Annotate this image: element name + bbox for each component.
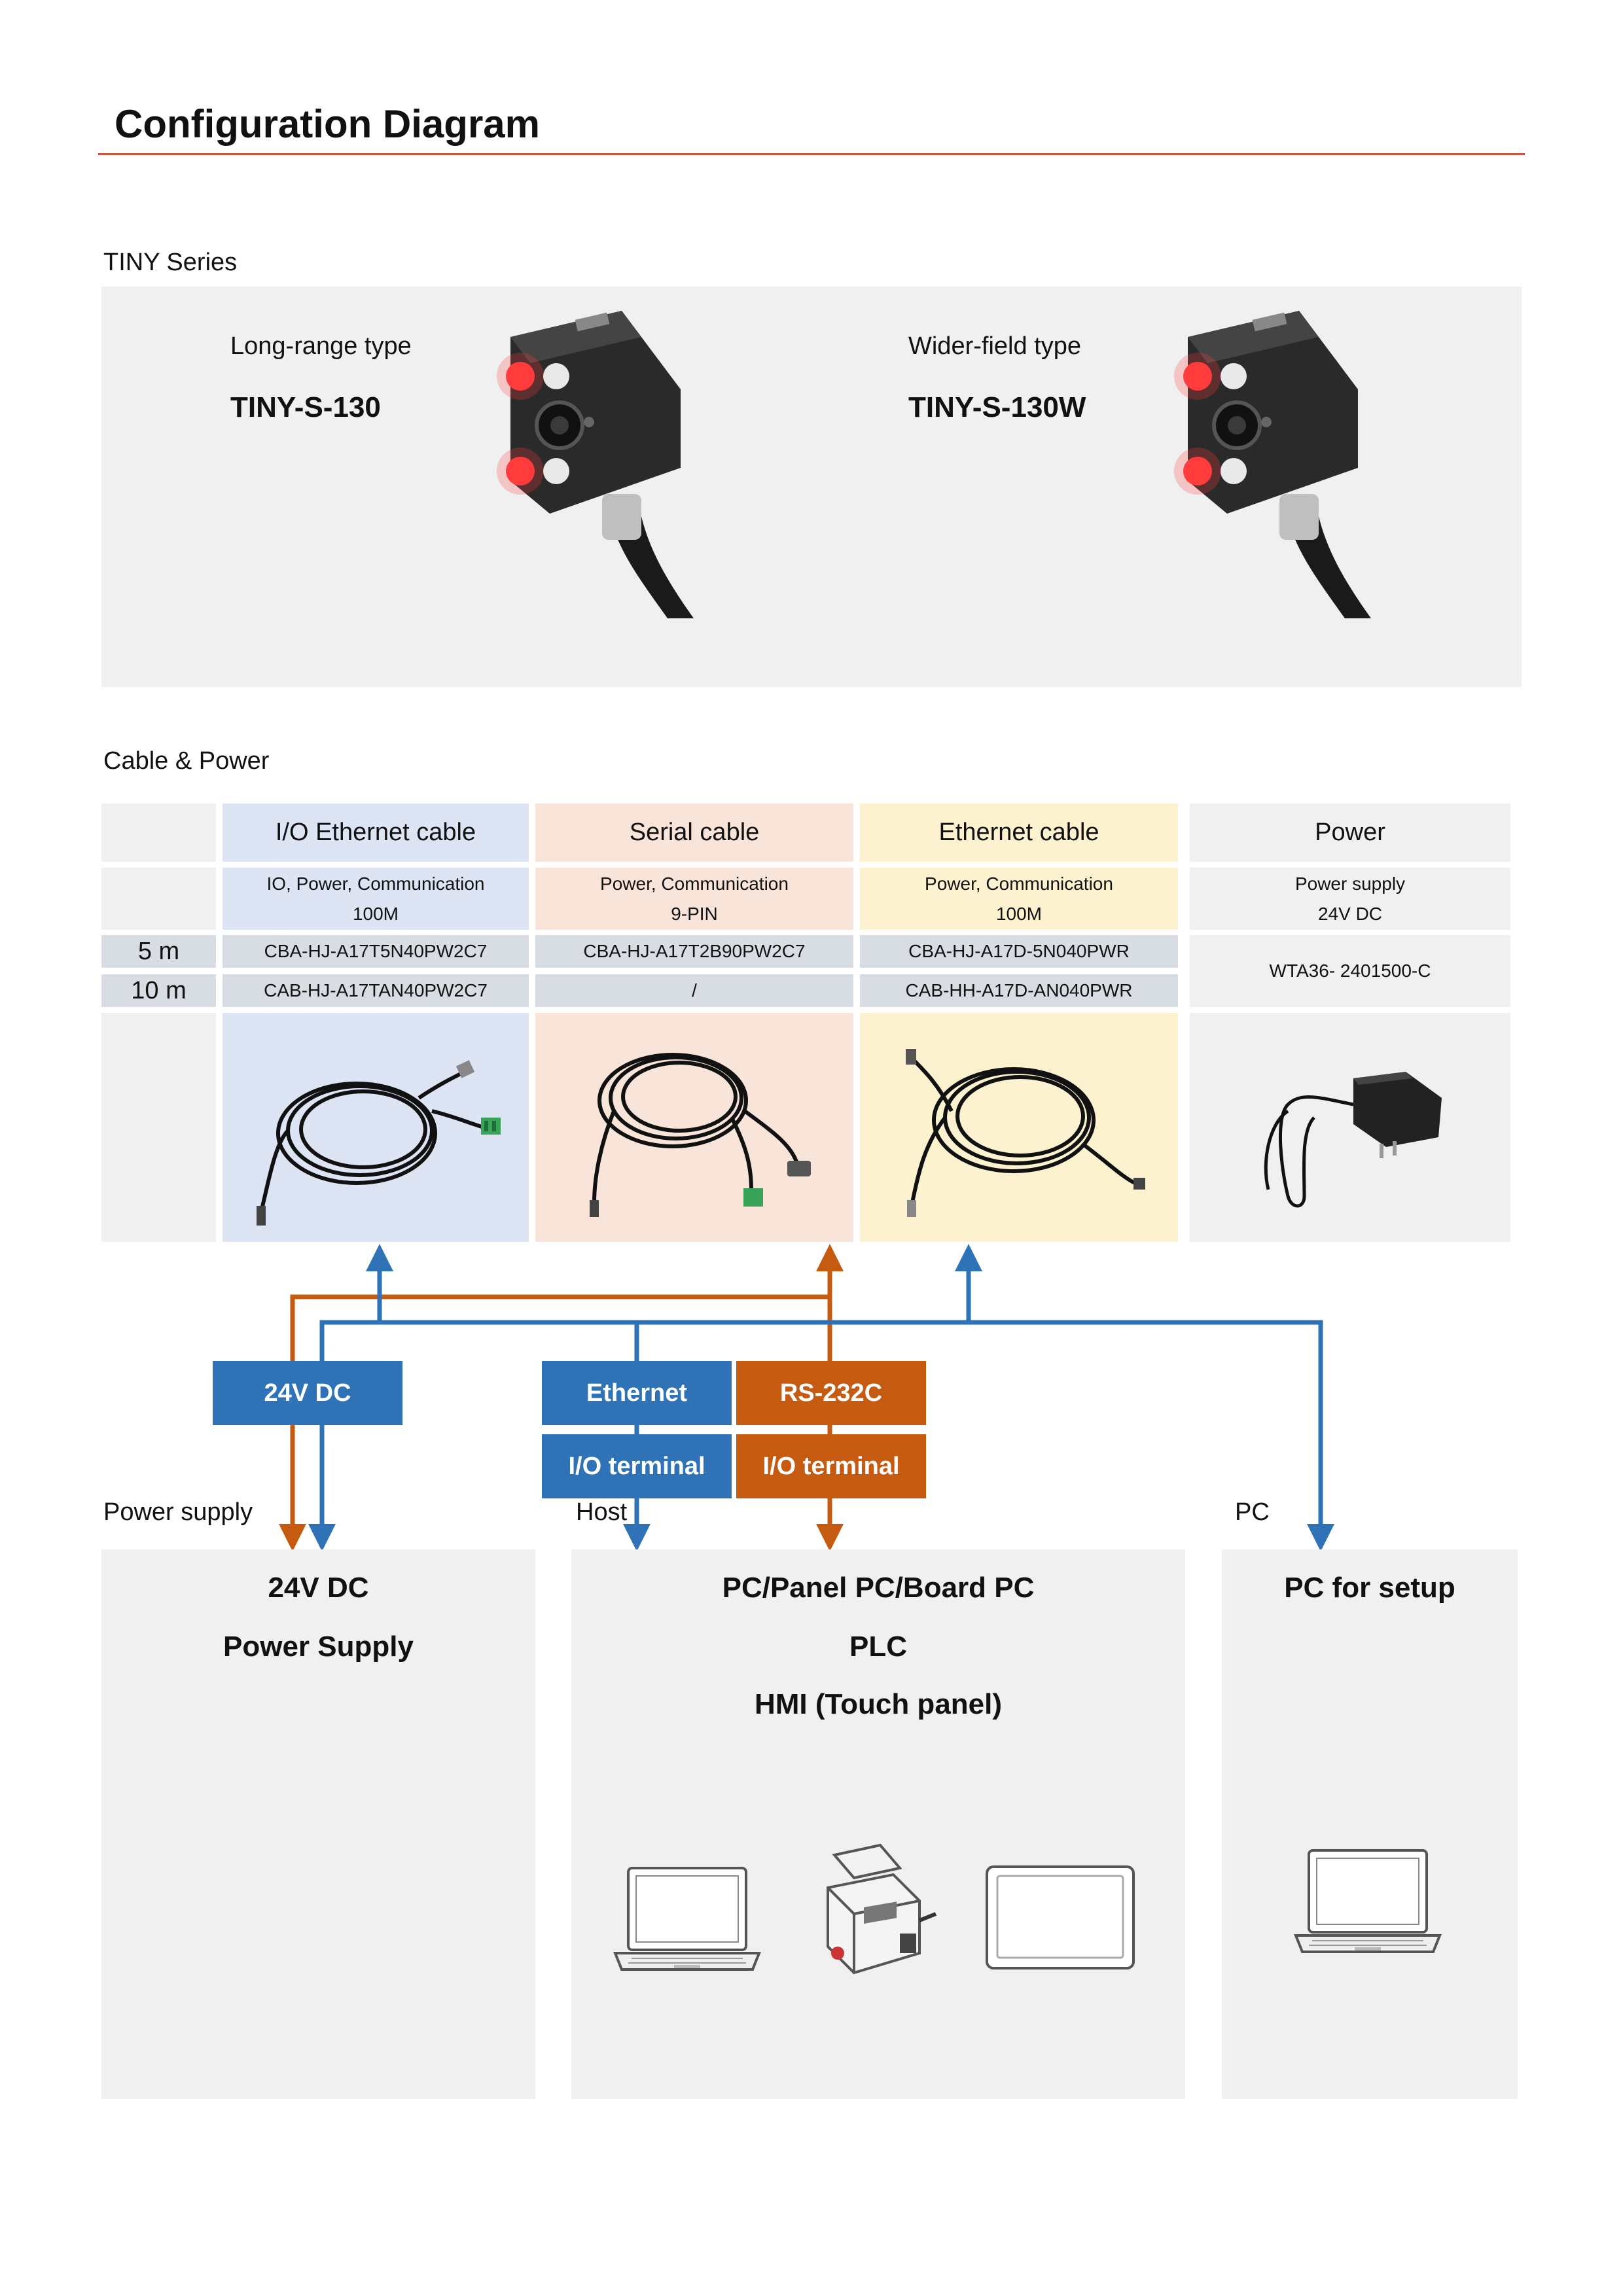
touch-panel-icon xyxy=(986,1865,1135,1969)
pn-serial-10m: / xyxy=(535,974,853,1007)
pn-ethernet-5m: CBA-HJ-A17D-5N040PWR xyxy=(860,935,1178,968)
laptop-icon xyxy=(613,1867,761,1971)
plc-icon xyxy=(827,1843,937,1975)
pn-io-ethernet-5m: CBA-HJ-A17T5N40PW2C7 xyxy=(223,935,529,968)
camera-2-type: Wider-field type xyxy=(908,332,1081,360)
camera-1-model: TINY-S-130 xyxy=(230,391,381,423)
desc-line-1: IO, Power, Communication xyxy=(266,873,485,894)
desc-empty-cell xyxy=(101,868,216,930)
camera-2-image xyxy=(1174,311,1371,618)
host-label: Host xyxy=(576,1498,628,1526)
ethernet-cable-image-cell xyxy=(860,1013,1178,1242)
serial-cable-image xyxy=(590,1053,811,1217)
pc-label: PC xyxy=(1235,1498,1270,1526)
pn-io-ethernet-10m: CAB-HJ-A17TAN40PW2C7 xyxy=(223,974,529,1007)
host-line-3: HMI (Touch panel) xyxy=(754,1688,1003,1720)
page-title: Configuration Diagram xyxy=(115,102,541,146)
host-line-2: PLC xyxy=(849,1631,907,1663)
desc-line-1: Power, Communication xyxy=(600,873,789,894)
title-divider xyxy=(98,153,1525,155)
host-box xyxy=(571,1549,1185,2099)
desc-ethernet-cable: Power, Communication 100M xyxy=(860,868,1178,930)
tag-rs232c: RS-232C xyxy=(736,1361,926,1425)
power-supply-image-cell xyxy=(1190,1013,1510,1242)
desc-line-2: 24V DC xyxy=(1317,903,1383,924)
header-power: Power xyxy=(1190,804,1510,862)
setup-laptop-icon xyxy=(1294,1849,1442,1953)
desc-power: Power supply 24V DC xyxy=(1190,868,1510,930)
pn-ethernet-10m: CAB-HH-A17D-AN040PWR xyxy=(860,974,1178,1007)
tiny-series-label: TINY Series xyxy=(103,249,238,276)
header-empty-cell xyxy=(101,804,216,862)
power-supply-box xyxy=(101,1549,535,2099)
host-line-1: PC/Panel PC/Board PC xyxy=(722,1572,1035,1604)
tag-io-terminal-ethernet: I/O terminal xyxy=(542,1434,732,1498)
serial-cable-image-cell xyxy=(535,1013,853,1242)
desc-line-2: 9-PIN xyxy=(671,903,718,924)
pn-power: WTA36- 2401500-C xyxy=(1190,935,1510,1007)
desc-line-2: 100M xyxy=(995,903,1043,924)
tag-io-terminal-serial: I/O terminal xyxy=(736,1434,926,1498)
length-5m: 5 m xyxy=(101,935,216,968)
desc-line-1: Power, Communication xyxy=(925,873,1113,894)
length-10m: 10 m xyxy=(101,974,216,1007)
camera-1-image xyxy=(497,311,694,618)
camera-1-type: Long-range type xyxy=(230,332,412,360)
tag-24v-dc: 24V DC xyxy=(213,1361,402,1425)
power-adapter-image xyxy=(1264,1072,1442,1208)
tag-ethernet: Ethernet xyxy=(542,1361,732,1425)
ethernet-cable-image xyxy=(906,1049,1145,1217)
io-ethernet-cable-image xyxy=(257,1060,501,1226)
desc-line-2: 100M xyxy=(352,903,399,924)
header-ethernet-cable: Ethernet cable xyxy=(860,804,1178,862)
pc-line-1: PC for setup xyxy=(1284,1572,1455,1604)
header-serial-cable: Serial cable xyxy=(535,804,853,862)
power-supply-line-2: Power Supply xyxy=(223,1631,414,1663)
desc-line-1: Power supply xyxy=(1294,873,1406,894)
camera-2-model: TINY-S-130W xyxy=(908,391,1086,423)
header-io-ethernet-cable: I/O Ethernet cable xyxy=(223,804,529,862)
pc-box xyxy=(1222,1549,1518,2099)
io-ethernet-cable-image-cell xyxy=(223,1013,529,1242)
power-supply-label: Power supply xyxy=(103,1498,253,1526)
desc-io-ethernet-cable: IO, Power, Communication 100M xyxy=(223,868,529,930)
image-empty-cell xyxy=(101,1013,216,1242)
power-supply-line-1: 24V DC xyxy=(268,1572,369,1604)
pn-serial-5m: CBA-HJ-A17T2B90PW2C7 xyxy=(535,935,853,968)
desc-serial-cable: Power, Communication 9-PIN xyxy=(535,868,853,930)
cable-power-label: Cable & Power xyxy=(103,747,270,775)
